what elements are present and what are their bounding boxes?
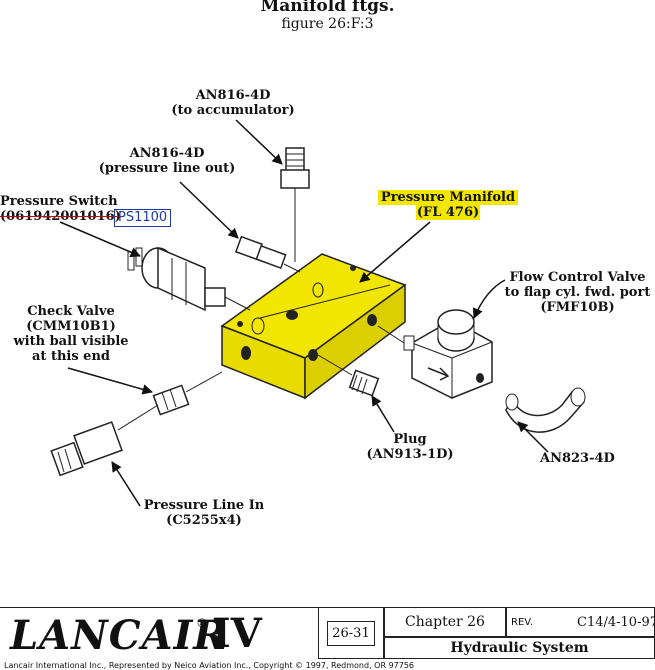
title-block: LANCAIR ® IV 26-31 Chapter 26 REV. C14/4… [0, 607, 655, 670]
label-line: (FL 476) [416, 205, 480, 220]
label-line: (C5255x4) [166, 513, 242, 528]
label-line: (AN913-1D) [366, 447, 454, 462]
leader-arrows [59, 119, 549, 507]
label-line: AN816-4D [129, 146, 205, 161]
diagram-title: Manifold ftgs. [260, 0, 395, 16]
pressure-line-in-fitting [50, 404, 159, 477]
page-number: 26-31 [327, 620, 375, 646]
registered-mark: ® [196, 616, 208, 630]
label-line: Plug [393, 432, 427, 447]
label-an816-pressure-out: AN816-4D (pressure line out) [92, 146, 242, 176]
section-cell: Hydraulic System [384, 637, 655, 659]
label-pressure-manifold: Pressure Manifold (FL 476) [378, 190, 518, 220]
label-pressure-switch: Pressure Switch (061942001016) [0, 194, 121, 224]
pressure-manifold-block [220, 253, 407, 400]
rev-value: C14/4-10-97 [577, 615, 655, 630]
manifold-diagram [50, 119, 586, 507]
brand-cell: LANCAIR ® IV [0, 607, 318, 659]
label-line: Check Valve [27, 304, 115, 319]
an816-pressure-out-fitting [234, 235, 301, 273]
check-valve-part [152, 371, 223, 416]
chapter-cell: Chapter 26 [384, 607, 506, 637]
page-number-cell: 26-31 [318, 607, 384, 659]
label-plug: Plug (AN913-1D) [360, 432, 460, 462]
an816-accumulator-fitting [280, 147, 310, 262]
label-line: Pressure Line In [143, 498, 265, 513]
an823-elbow-part [505, 387, 586, 433]
label-line: (FMF10B) [540, 300, 615, 315]
label-line: Pressure Manifold [378, 190, 518, 205]
pressure-switch-replacement-box: PS1100 [114, 209, 172, 227]
model-number: IV [212, 610, 262, 657]
rev-label: REV. [511, 617, 533, 628]
label-an823: AN823-4D [540, 451, 615, 466]
label-line: AN816-4D [195, 88, 271, 103]
figure-number: figure 26:F:3 [281, 16, 374, 32]
label-line: (CMM10B1) [26, 319, 116, 334]
brand-name: LANCAIR [10, 612, 228, 659]
label-check-valve: Check Valve (CMM10B1) with ball visible … [6, 304, 136, 364]
label-line: with ball visible [13, 334, 129, 349]
pressure-switch-part [127, 246, 251, 312]
label-flow-control-valve: Flow Control Valve to flap cyl. fwd. por… [500, 270, 655, 315]
label-line: (to accumulator) [171, 103, 295, 118]
label-line: to flap cyl. fwd. port [504, 285, 651, 300]
label-line: at this end [31, 349, 110, 364]
pressure-switch-old-part: (061942001016) [0, 209, 121, 224]
flow-control-valve-part [377, 309, 493, 399]
label-line: Flow Control Valve [509, 270, 646, 285]
revision-cell: REV. C14/4-10-97 [506, 607, 655, 637]
copyright-line: Lancair International Inc., Represented … [4, 661, 415, 670]
label-an816-accumulator: AN816-4D (to accumulator) [158, 88, 308, 118]
label-line: Pressure Switch [0, 194, 118, 209]
label-line: (pressure line out) [98, 161, 236, 176]
plug-part [317, 354, 380, 397]
label-pressure-line-in: Pressure Line In (C5255x4) [136, 498, 272, 528]
